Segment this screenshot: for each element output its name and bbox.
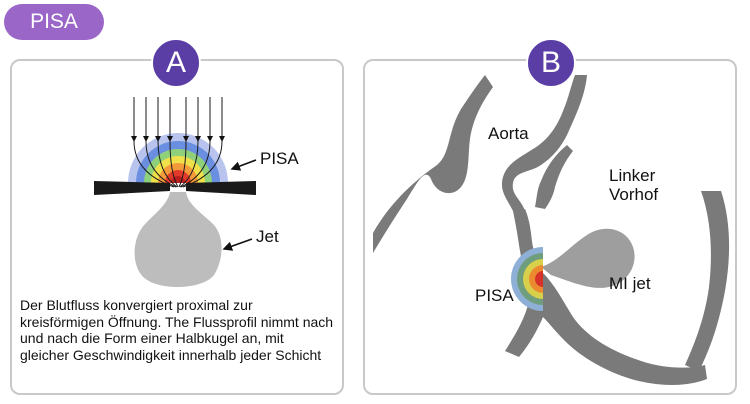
label-aorta: Aorta xyxy=(488,124,529,143)
panel-b-badge: B xyxy=(526,38,576,88)
label-jet-a: Jet xyxy=(256,227,279,246)
panel-a-badge: A xyxy=(151,38,201,88)
panel-b: Aorta Linker Vorhof PISA MI jet xyxy=(363,59,737,395)
caption-a: Der Blutfluss konvergiert proximal zur k… xyxy=(20,297,334,363)
label-atrium-line1: Linker xyxy=(609,166,656,185)
aorta-wall xyxy=(501,75,587,211)
jet-shape xyxy=(134,192,222,287)
label-atrium-line2: Vorhof xyxy=(609,185,659,204)
label-pisa-b: PISA xyxy=(475,286,514,305)
label-pisa-a: PISA xyxy=(260,149,299,168)
orifice-plate xyxy=(94,181,256,195)
pisa-hemisphere-shells xyxy=(128,133,228,183)
jet-pointer xyxy=(222,238,253,251)
panel-a: PISA Jet Der Blutfluss konvergiert proxi… xyxy=(10,59,344,395)
flow-lines xyxy=(131,97,225,188)
pisa-pointer xyxy=(230,159,257,171)
heart-diagram-b xyxy=(373,75,730,385)
pisa-tag: PISA xyxy=(4,4,104,40)
label-mi-jet: MI jet xyxy=(609,274,651,293)
left-tissue-hook xyxy=(373,75,493,253)
mitral-leaflet xyxy=(505,273,707,385)
mi-jet xyxy=(541,228,635,288)
pisa-hemisphere-b xyxy=(511,247,543,311)
pisa-diagram-a xyxy=(94,97,257,287)
aorta-inner-fold xyxy=(535,145,573,209)
atrial-wall xyxy=(685,191,730,371)
